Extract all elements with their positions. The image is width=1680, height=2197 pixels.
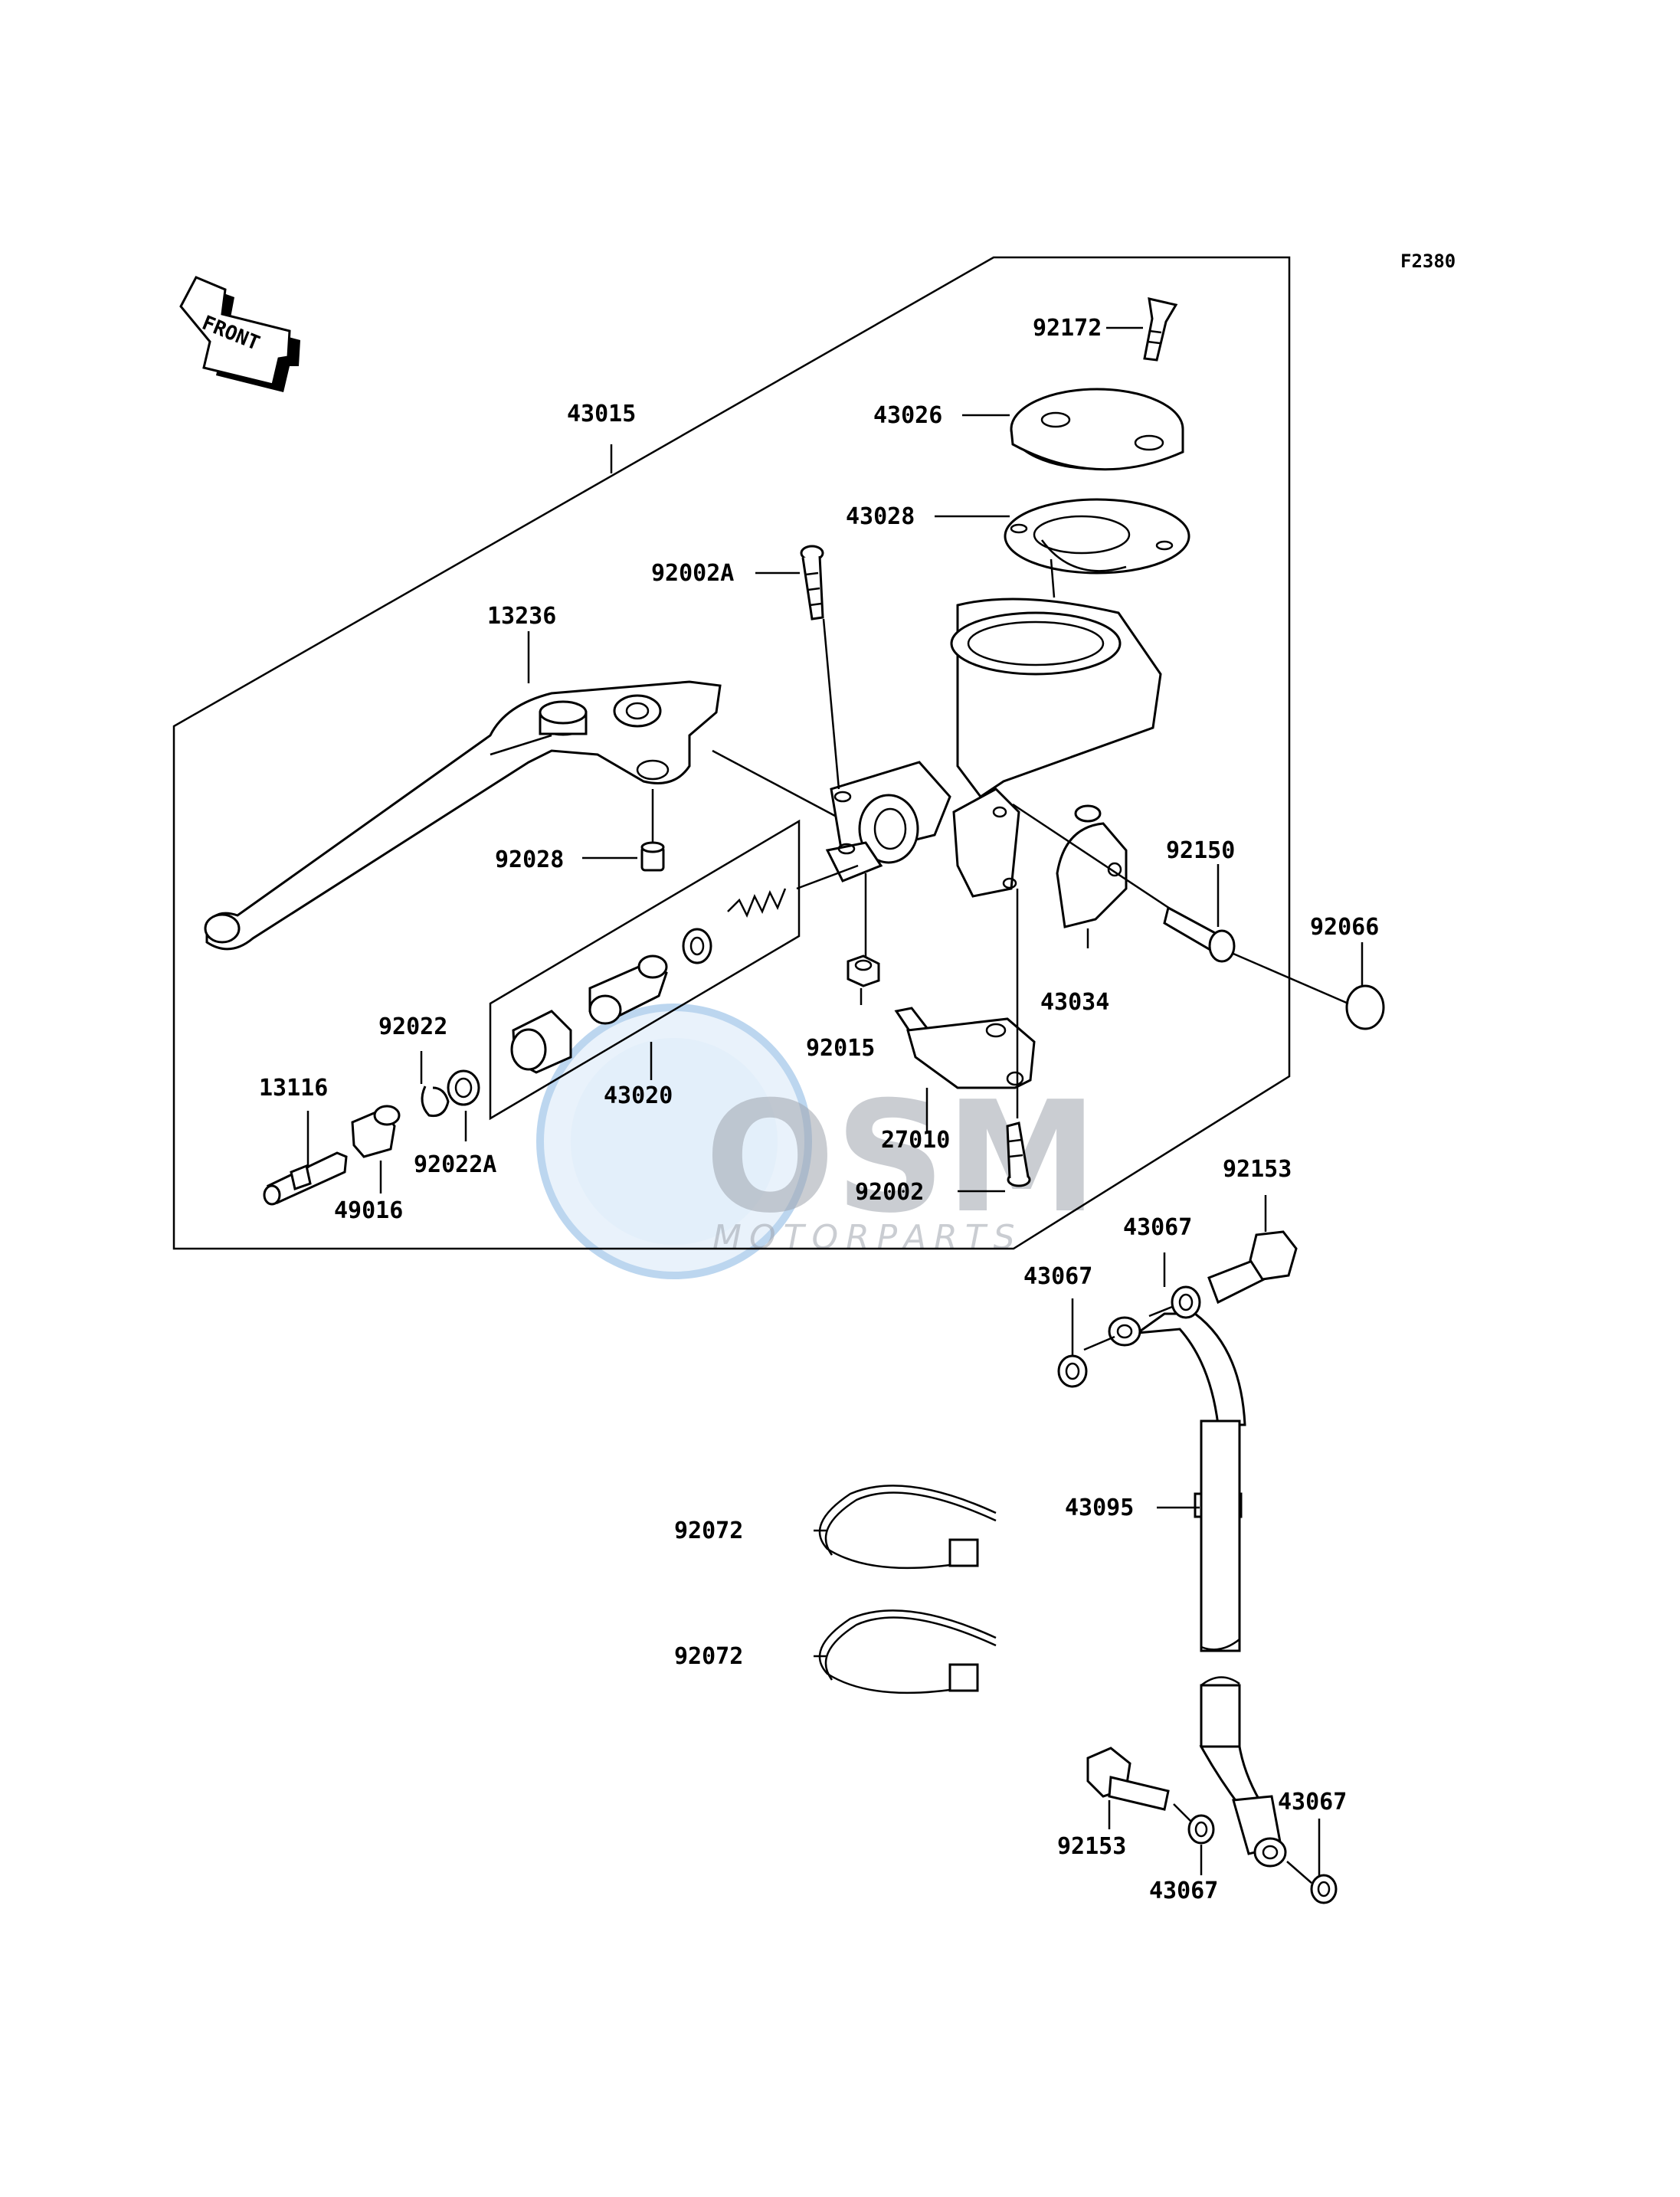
label-43020: 43020 — [604, 1082, 673, 1109]
screw-92002a — [800, 545, 824, 620]
clamp-43034 — [1056, 804, 1128, 928]
label-43028: 43028 — [846, 503, 915, 530]
watermark-subtitle: MOTORPARTS — [712, 1218, 1023, 1257]
label-92172: 92172 — [1033, 315, 1102, 342]
label-92066: 92066 — [1310, 914, 1379, 941]
banjo-bolt-92153-top — [1207, 1230, 1298, 1305]
front-arrow-icon: FRONT — [179, 276, 300, 392]
leader-lines — [306, 326, 1364, 1884]
label-13236: 13236 — [487, 603, 556, 630]
label-92022: 92022 — [378, 1013, 447, 1040]
label-13116: 13116 — [259, 1075, 328, 1102]
master-cylinder-body — [825, 598, 1162, 898]
label-43067-a: 43067 — [1123, 1214, 1192, 1241]
label-43034: 43034 — [1040, 989, 1109, 1016]
watermark-brand: OSM — [705, 1069, 1098, 1247]
label-43067-c: 43067 — [1278, 1789, 1347, 1816]
switch-27010 — [894, 1007, 1036, 1089]
label-92072-a: 92072 — [674, 1518, 743, 1544]
label-27010: 27010 — [881, 1127, 950, 1154]
assembly-outline — [172, 256, 1291, 1250]
piston-kit-parts — [510, 888, 787, 1074]
label-92153-bottom: 92153 — [1057, 1833, 1126, 1860]
label-92022a: 92022A — [414, 1151, 496, 1178]
label-92028: 92028 — [495, 846, 564, 873]
small-parts-left — [263, 1069, 480, 1206]
diaphragm-43028 — [1004, 498, 1190, 575]
bolt-92150 — [1163, 905, 1236, 963]
banjo-bolt-92153-bottom — [1086, 1747, 1170, 1811]
label-49016: 49016 — [334, 1197, 403, 1224]
screw-92002 — [1006, 1121, 1031, 1187]
bush-92028 — [640, 841, 665, 872]
label-92002a: 92002A — [651, 560, 734, 587]
watermark: OSM MOTORPARTS — [536, 1004, 1098, 1279]
part-labels: 43015 92172 43026 43028 92002A 13236 920… — [259, 315, 1379, 1904]
label-43015: 43015 — [567, 401, 636, 427]
piston-kit-box — [489, 819, 801, 1121]
cable-ties-92072 — [818, 1485, 997, 1694]
label-92153-top: 92153 — [1223, 1156, 1292, 1183]
label-43095: 43095 — [1065, 1495, 1134, 1521]
screw-92172 — [1143, 297, 1178, 362]
label-43067-d: 43067 — [1149, 1878, 1218, 1904]
nut-92015 — [847, 954, 880, 987]
label-92150: 92150 — [1166, 837, 1235, 864]
label-43026: 43026 — [873, 402, 942, 429]
label-92002: 92002 — [855, 1179, 924, 1206]
cap-92066 — [1345, 984, 1385, 1030]
hose-43095 — [1108, 1312, 1287, 1868]
label-92072-b: 92072 — [674, 1643, 743, 1670]
lever-13236 — [204, 680, 722, 951]
diagram-code: F2380 — [1400, 250, 1456, 272]
washers-43067 — [1057, 1285, 1338, 1904]
reservoir-cap-43026 — [1010, 388, 1184, 471]
label-92015: 92015 — [806, 1035, 875, 1062]
label-43067-b: 43067 — [1023, 1263, 1092, 1290]
